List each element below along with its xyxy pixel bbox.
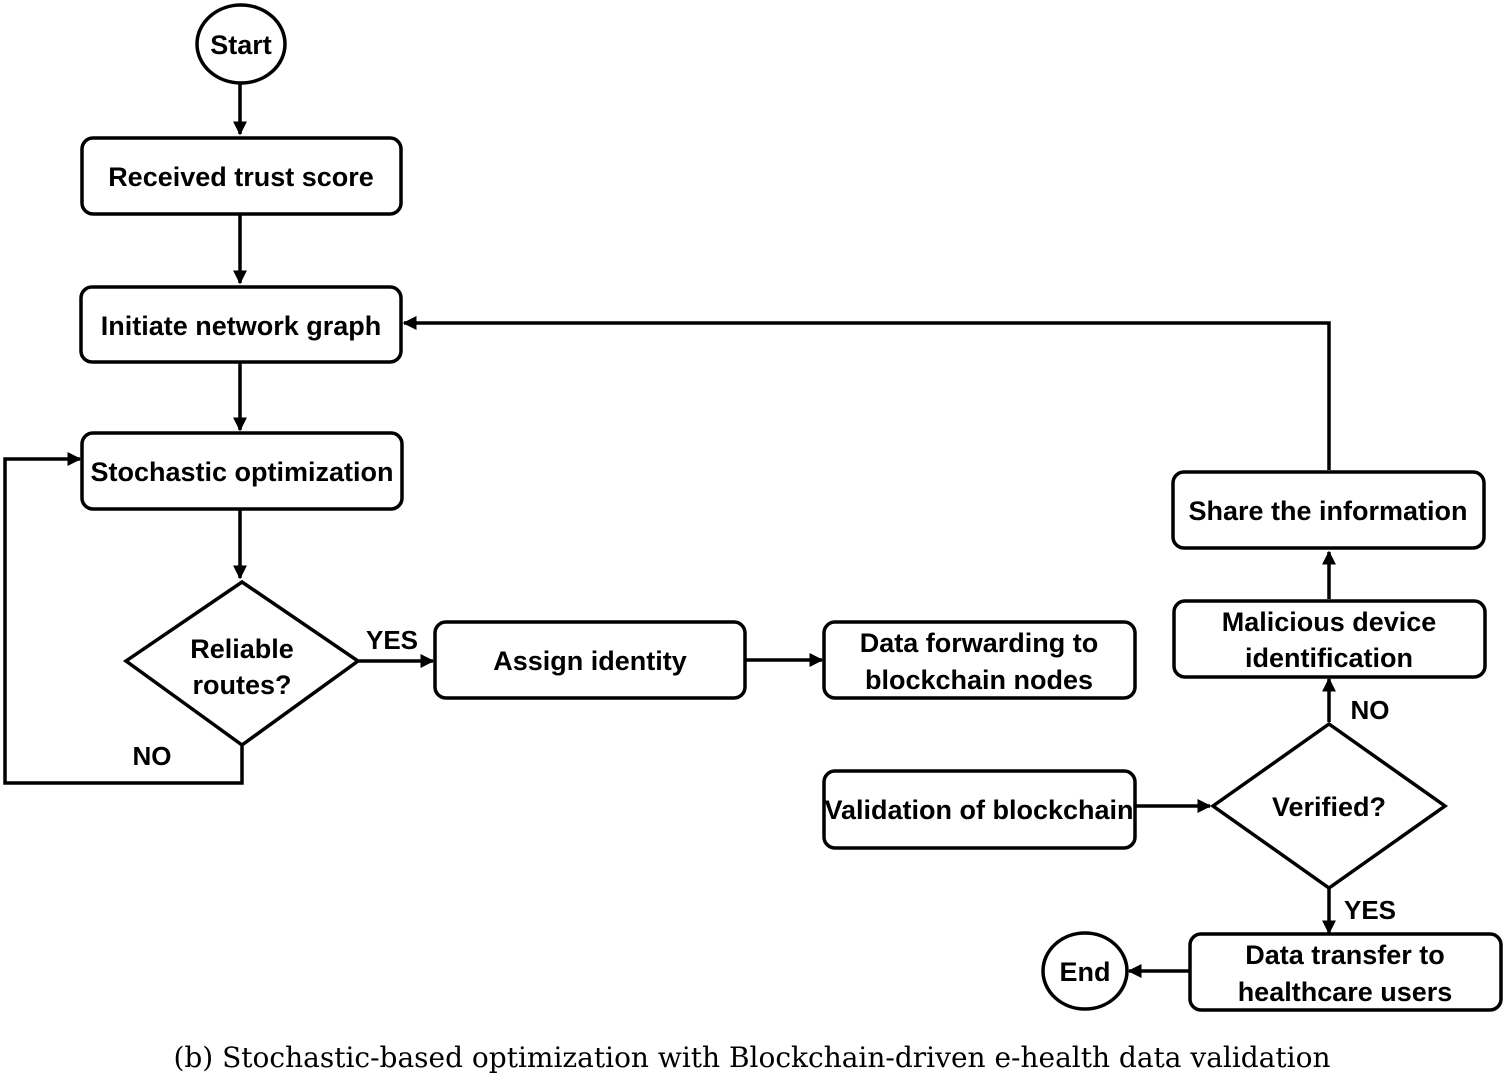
verified-decision: Verified? xyxy=(1209,721,1449,891)
start-node: Start xyxy=(195,3,287,85)
data-transfer-label-line2: healthcare users xyxy=(1238,977,1453,1007)
figure-caption: (b) Stochastic-based optimization with B… xyxy=(173,1041,1330,1074)
arrow-reliable-no-loop xyxy=(3,452,244,785)
arrow-share-to-graph xyxy=(402,316,1331,470)
received-trust-score-node: Received trust score xyxy=(80,136,403,216)
verified-label: Verified? xyxy=(1272,792,1386,822)
verified-no-label: NO xyxy=(1351,695,1390,725)
reliable-no-label: NO xyxy=(133,741,172,771)
validation-of-blockchain-label: Validation of blockchain xyxy=(824,795,1133,825)
stochastic-optimization-node: Stochastic optimization xyxy=(80,431,404,511)
stochastic-optimization-label: Stochastic optimization xyxy=(90,457,393,487)
start-label: Start xyxy=(210,30,272,60)
malicious-device-label-line2: identification xyxy=(1245,643,1413,673)
reliable-routes-label-line1: Reliable xyxy=(190,634,294,664)
data-forwarding-node: Data forwarding to blockchain nodes xyxy=(822,620,1137,700)
assign-identity-node: Assign identity xyxy=(433,620,747,700)
data-forwarding-label-line2: blockchain nodes xyxy=(865,665,1093,695)
data-transfer-label-line1: Data transfer to xyxy=(1245,940,1445,970)
share-information-node: Share the information xyxy=(1171,470,1486,550)
connectors xyxy=(3,84,1336,978)
share-information-label: Share the information xyxy=(1188,496,1467,526)
reliable-yes-label: YES xyxy=(366,625,418,655)
reliable-routes-decision: Reliable routes? xyxy=(122,579,362,748)
malicious-device-node: Malicious device identification xyxy=(1172,599,1487,679)
initiate-network-graph-label: Initiate network graph xyxy=(101,311,382,341)
data-transfer-node: Data transfer to healthcare users xyxy=(1188,932,1503,1012)
reliable-routes-label-line2: routes? xyxy=(192,670,291,700)
assign-identity-label: Assign identity xyxy=(493,646,687,676)
data-forwarding-label-line1: Data forwarding to xyxy=(860,628,1099,658)
validation-of-blockchain-node: Validation of blockchain xyxy=(822,769,1137,850)
verified-yes-label: YES xyxy=(1344,895,1396,925)
initiate-network-graph-node: Initiate network graph xyxy=(79,285,403,364)
malicious-device-label-line1: Malicious device xyxy=(1222,607,1437,637)
received-trust-score-label: Received trust score xyxy=(108,162,374,192)
end-label: End xyxy=(1060,957,1111,987)
end-node: End xyxy=(1041,931,1129,1011)
